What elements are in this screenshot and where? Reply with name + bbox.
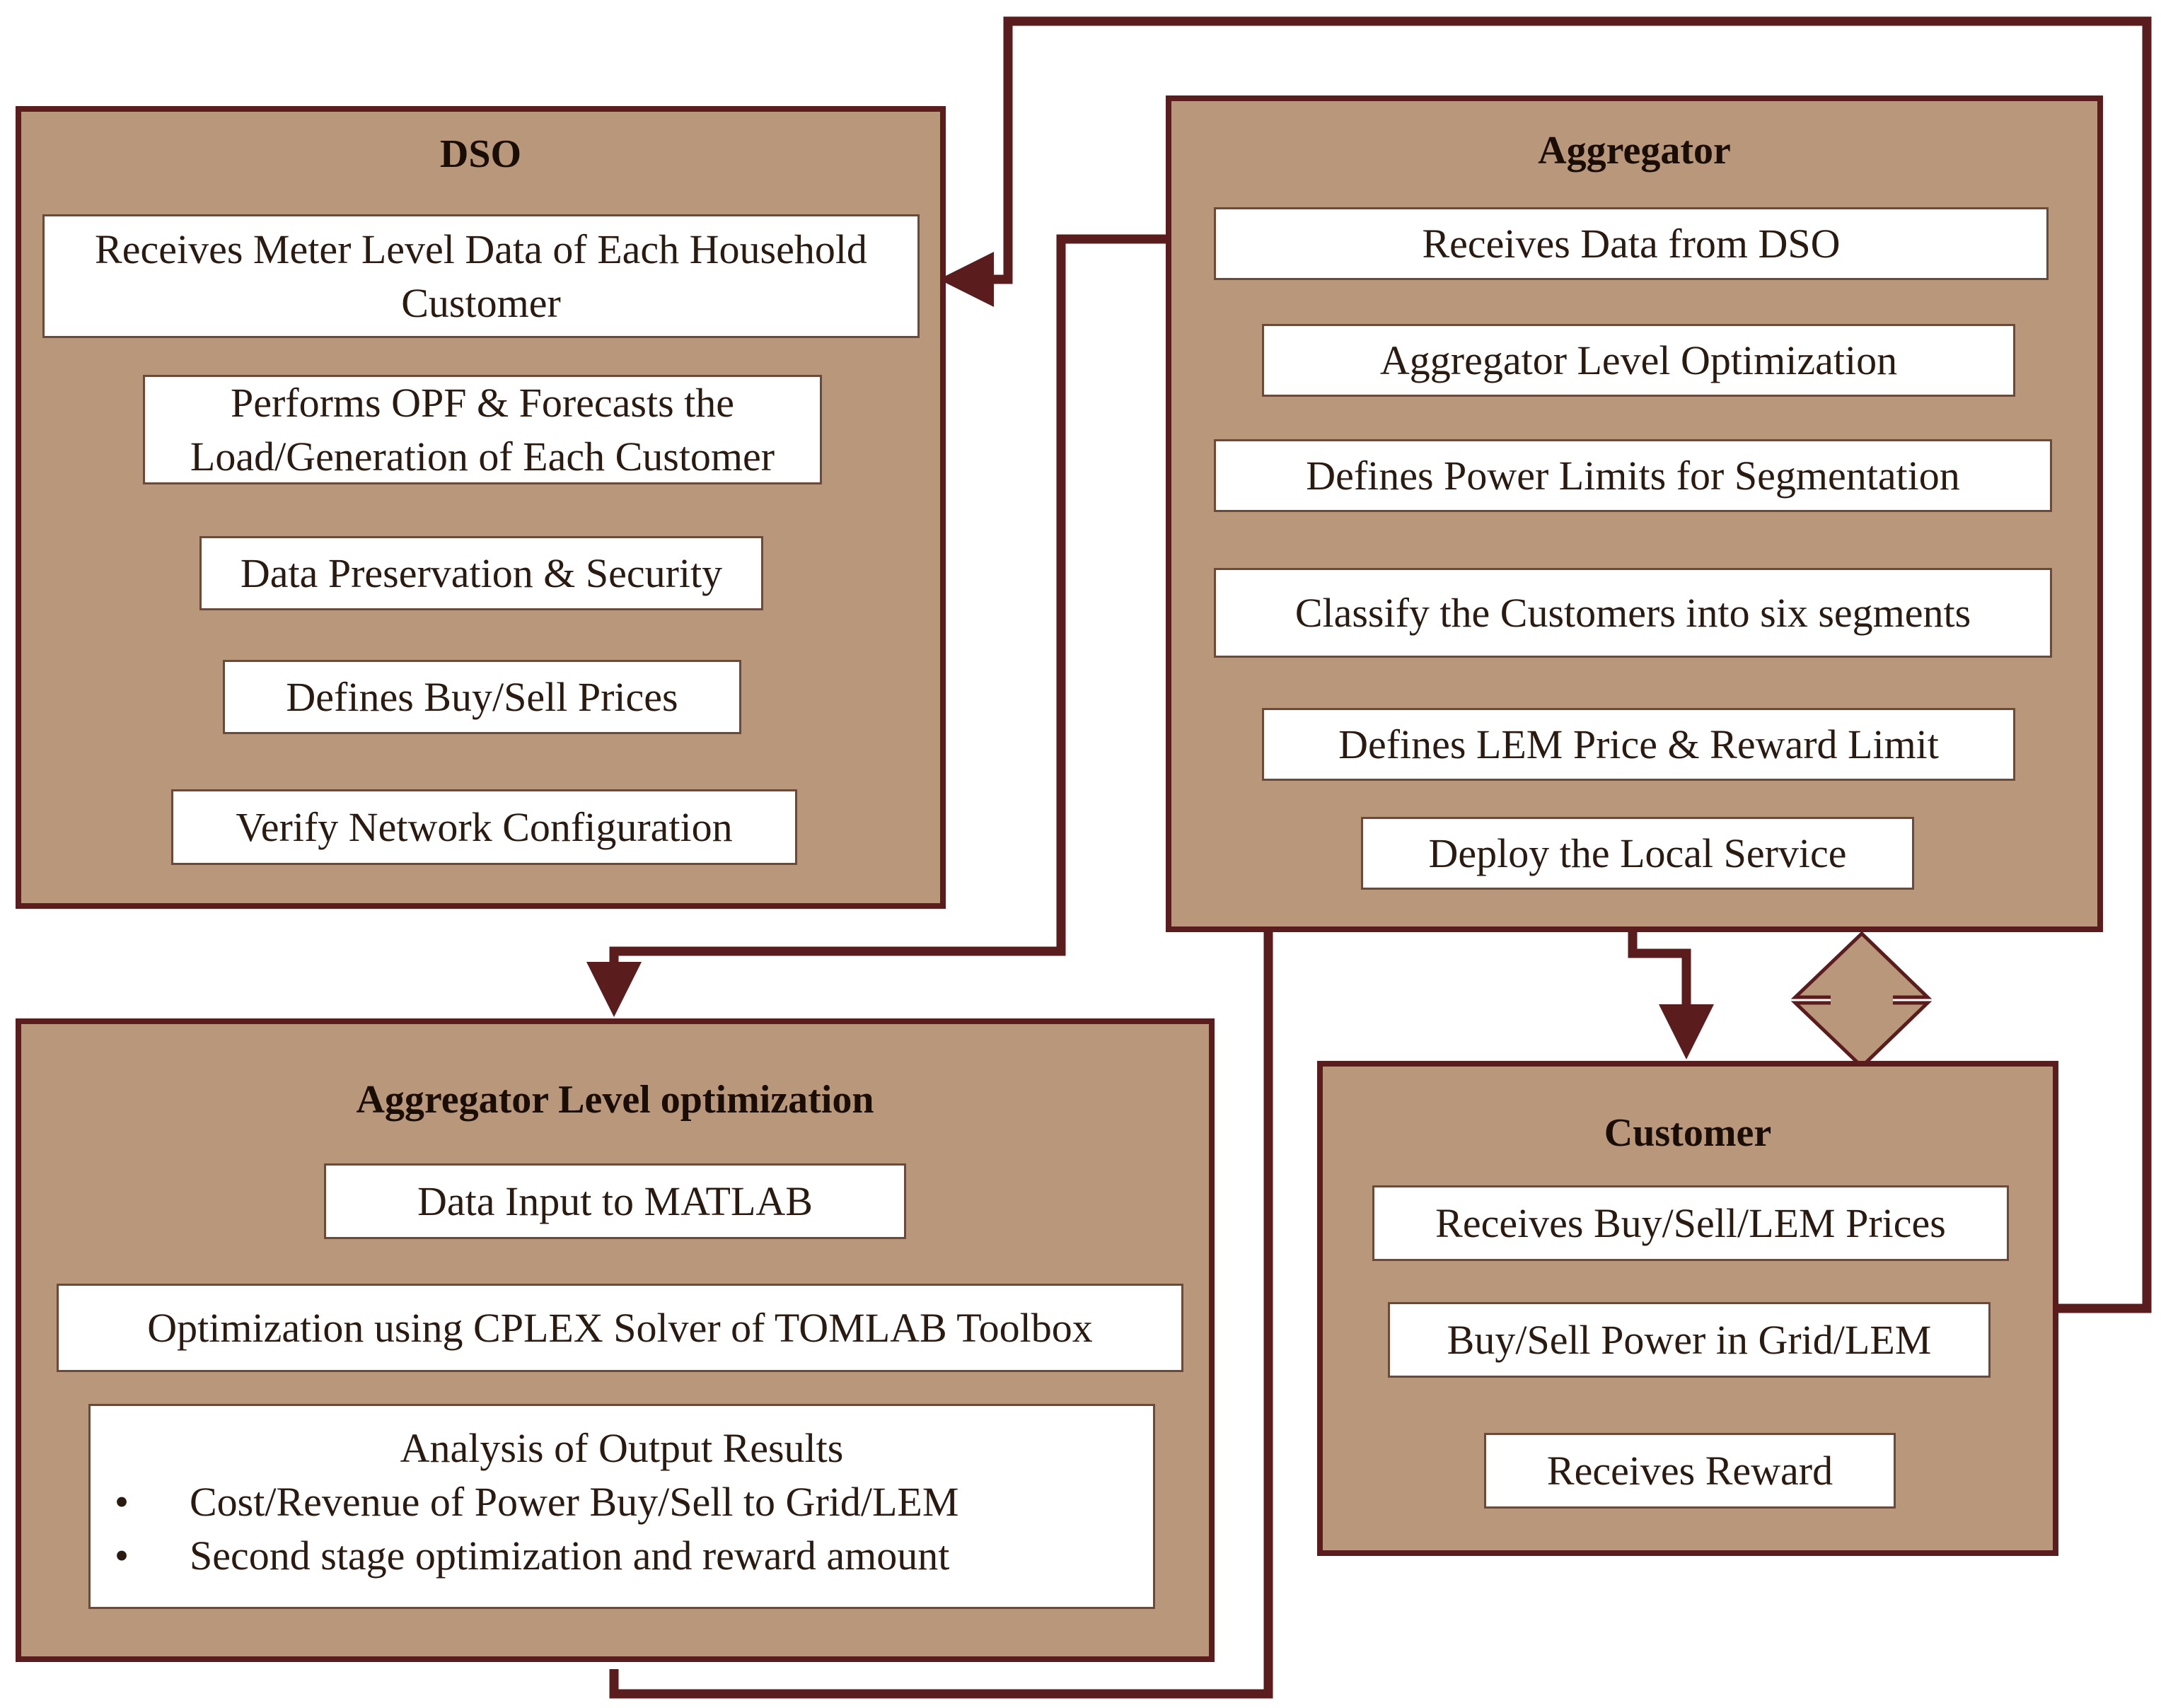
customer-step-receive-reward: Receives Reward — [1484, 1433, 1896, 1509]
analysis-heading: Analysis of Output Results — [400, 1425, 844, 1471]
aggregator-step-lem-price-reward: Defines LEM Price & Reward Limit — [1262, 708, 2015, 781]
dso-panel: DSO Receives Meter Level Data of Each Ho… — [16, 106, 946, 909]
dso-step-data-security: Data Preservation & Security — [199, 536, 763, 610]
customer-step-buy-sell-power: Buy/Sell Power in Grid/LEM — [1388, 1302, 1991, 1378]
customer-title: Customer — [1604, 1111, 1772, 1155]
dso-title: DSO — [439, 132, 522, 176]
bullet-icon: • — [114, 1533, 129, 1579]
customer-panel: Customer Receives Buy/Sell/LEM Prices Bu… — [1317, 1061, 2058, 1556]
aggregator-panel: Aggregator Receives Data from DSO Aggreg… — [1166, 95, 2103, 932]
aggregator-step-classify-customers: Classify the Customers into six segments — [1214, 568, 2052, 658]
dso-step-opf-forecast: Performs OPF & Forecasts the Load/Genera… — [143, 375, 822, 484]
connector-customer-to-dso — [939, 16, 2152, 1313]
analysis-bullet-text: Second stage optimization and reward amo… — [190, 1533, 950, 1579]
connector-aggregator-to-optimization — [586, 234, 1217, 1017]
analysis-bullet-text: Cost/Revenue of Power Buy/Sell to Grid/L… — [190, 1479, 959, 1525]
aggregator-step-level-optimization: Aggregator Level Optimization — [1262, 324, 2015, 397]
aggregator-step-receive-data: Receives Data from DSO — [1214, 207, 2049, 280]
aggregator-step-deploy-local-service: Deploy the Local Service — [1361, 817, 1914, 890]
analysis-bullet-cost-revenue: • Cost/Revenue of Power Buy/Sell to Grid… — [91, 1475, 1153, 1529]
analysis-bullet-second-stage: • Second stage optimization and reward a… — [91, 1529, 1153, 1583]
aggregator-step-power-limits: Defines Power Limits for Segmentation — [1214, 439, 2052, 512]
dso-step-verify-network: Verify Network Configuration — [171, 789, 797, 865]
optimization-title: Aggregator Level optimization — [356, 1078, 874, 1122]
aggregator-title: Aggregator — [1538, 129, 1731, 173]
optimization-panel: Aggregator Level optimization Data Input… — [16, 1018, 1215, 1662]
dso-step-buy-sell-prices: Defines Buy/Sell Prices — [223, 660, 741, 734]
bullet-icon: • — [114, 1479, 129, 1525]
optimization-step-cplex-solver: Optimization using CPLEX Solver of TOMLA… — [57, 1284, 1183, 1372]
customer-step-receive-prices: Receives Buy/Sell/LEM Prices — [1372, 1185, 2009, 1261]
bidirectional-link-icon — [1790, 931, 1933, 1069]
dso-step-receive-meter-data: Receives Meter Level Data of Each Househ… — [42, 214, 920, 338]
optimization-step-matlab-input: Data Input to MATLAB — [324, 1163, 906, 1239]
optimization-analysis-box: Analysis of Output Results • Cost/Revenu… — [88, 1404, 1155, 1609]
